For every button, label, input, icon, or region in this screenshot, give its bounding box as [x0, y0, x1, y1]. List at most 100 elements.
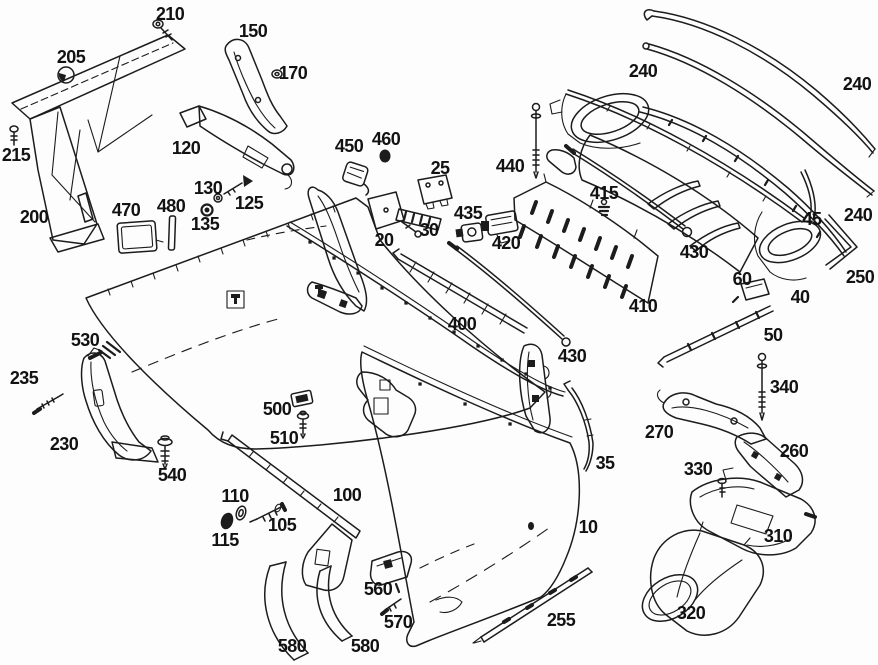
callout-240-1[interactable]: 240	[628, 61, 658, 81]
callout-260[interactable]: 260	[779, 441, 809, 461]
part-bracket-260	[734, 432, 804, 498]
callout-430-1[interactable]: 430	[679, 242, 709, 262]
part-small-hook-bracket	[546, 149, 577, 175]
part-screw-215	[9, 125, 19, 146]
part-bracket-560	[369, 550, 413, 594]
callout-130[interactable]: 130	[193, 178, 223, 198]
callout-125[interactable]: 125	[234, 193, 264, 213]
callout-120[interactable]: 120	[171, 138, 201, 158]
callout-460[interactable]: 460	[371, 129, 401, 149]
callout-205[interactable]: 205	[56, 47, 86, 67]
part-lower-rail-100	[220, 431, 361, 592]
part-screw-105	[249, 502, 287, 523]
part-bracket-230	[80, 347, 159, 463]
callout-150[interactable]: 150	[238, 21, 268, 41]
callout-435[interactable]: 435	[453, 203, 483, 223]
callout-540[interactable]: 540	[157, 465, 187, 485]
callout-270[interactable]: 270	[644, 422, 674, 442]
callout-45[interactable]: 45	[802, 209, 822, 229]
callout-25[interactable]: 25	[430, 158, 450, 178]
part-bracket-270	[656, 389, 767, 445]
part-clip-540	[157, 435, 173, 470]
callout-105[interactable]: 105	[267, 515, 297, 535]
part-exhaust-tip-320	[641, 521, 765, 636]
part-rod-430-right	[564, 144, 693, 238]
callout-250[interactable]: 250	[845, 267, 875, 287]
part-left-end-bracket	[356, 371, 417, 438]
callout-20[interactable]: 20	[374, 230, 394, 250]
callout-440[interactable]: 440	[495, 156, 525, 176]
callout-500[interactable]: 500	[262, 399, 292, 419]
part-upper-left-mount-200	[11, 34, 186, 253]
callout-240-2[interactable]: 240	[842, 74, 872, 94]
callout-450[interactable]: 450	[334, 136, 364, 156]
callout-560[interactable]: 560	[363, 579, 393, 599]
callout-210[interactable]: 210	[155, 4, 185, 24]
callout-320[interactable]: 320	[676, 603, 706, 623]
part-sensor-435	[455, 222, 484, 243]
part-strip-255	[472, 567, 593, 644]
part-clip-500	[290, 389, 314, 408]
callout-35[interactable]: 35	[595, 453, 615, 473]
part-side-blade-bracket	[306, 186, 368, 315]
callout-310[interactable]: 310	[763, 526, 793, 546]
callout-510[interactable]: 510	[269, 428, 299, 448]
part-strip-35	[563, 380, 594, 472]
callout-215[interactable]: 215	[1, 145, 31, 165]
callout-570[interactable]: 570	[383, 612, 413, 632]
part-screw-440	[530, 102, 542, 179]
callout-30[interactable]: 30	[419, 220, 439, 240]
callout-10[interactable]: 10	[578, 517, 598, 537]
part-trim-strips-240	[639, 8, 876, 257]
callout-230[interactable]: 230	[49, 434, 79, 454]
callout-415[interactable]: 415	[589, 183, 619, 203]
callout-430-2[interactable]: 430	[557, 346, 587, 366]
part-screw-510	[296, 410, 310, 439]
part-impact-strip-400	[392, 248, 528, 334]
part-grommet-170	[271, 69, 283, 79]
callout-480[interactable]: 480	[156, 196, 186, 216]
callout-580-2[interactable]: 580	[350, 636, 380, 656]
callout-470[interactable]: 470	[111, 200, 141, 220]
callout-60[interactable]: 60	[732, 269, 752, 289]
part-arch-strip-580-right	[316, 565, 353, 642]
callout-235[interactable]: 235	[9, 368, 39, 388]
part-fasteners-130-125	[213, 175, 253, 203]
callout-410[interactable]: 410	[628, 296, 658, 316]
part-absorber-410	[513, 173, 659, 304]
part-screw-570	[380, 598, 402, 616]
part-clip-530	[88, 340, 122, 360]
callout-170[interactable]: 170	[278, 63, 308, 83]
callout-530[interactable]: 530	[70, 330, 100, 350]
callout-255[interactable]: 255	[546, 610, 576, 630]
callout-420[interactable]: 420	[491, 233, 521, 253]
part-corner-cap	[518, 343, 552, 434]
part-clip-415	[597, 198, 611, 217]
part-nut-135	[200, 203, 214, 217]
callout-200[interactable]: 200	[19, 207, 49, 227]
callout-580-1[interactable]: 580	[277, 636, 307, 656]
callout-400[interactable]: 400	[447, 314, 477, 334]
part-screw-235	[32, 393, 64, 415]
callout-110[interactable]: 110	[221, 486, 249, 506]
part-bracket-310	[689, 467, 817, 556]
callout-240-3[interactable]: 240	[843, 205, 873, 225]
part-bracket-150	[224, 38, 288, 135]
part-upper-bumper-shell	[85, 197, 566, 450]
part-screw-210	[152, 19, 173, 41]
callout-40[interactable]: 40	[790, 287, 810, 307]
part-screw-340	[756, 352, 768, 421]
part-grommet-115	[220, 512, 234, 530]
part-strip-480	[167, 215, 177, 251]
part-arch-strip-580-left	[264, 561, 309, 661]
callout-340[interactable]: 340	[769, 377, 799, 397]
part-cap-450	[342, 161, 370, 196]
callout-330[interactable]: 330	[683, 459, 713, 479]
callout-115[interactable]: 115	[211, 530, 239, 550]
part-strip-50	[657, 305, 774, 368]
callout-50[interactable]: 50	[763, 325, 783, 345]
callout-100[interactable]: 100	[332, 485, 362, 505]
callout-135[interactable]: 135	[190, 214, 220, 234]
